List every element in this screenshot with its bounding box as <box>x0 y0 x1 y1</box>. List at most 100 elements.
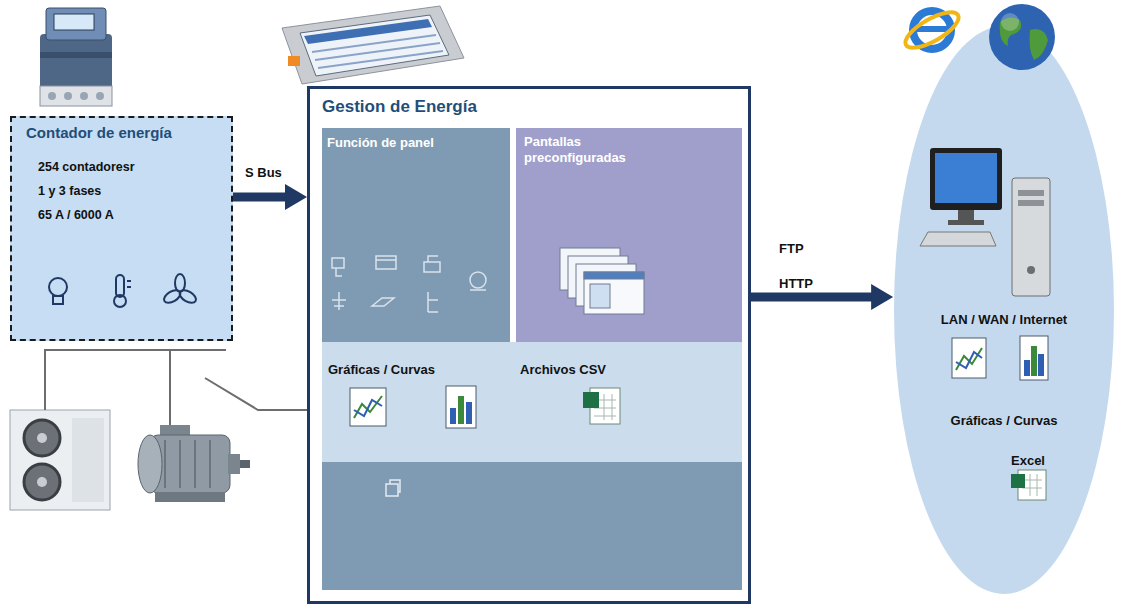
flow-arrow <box>285 184 307 210</box>
line-chart-icon <box>354 400 382 416</box>
panel-function-glyphs <box>428 256 438 262</box>
touch-panel-device <box>282 6 464 84</box>
computer-icon <box>920 148 1050 296</box>
energy-meter-device <box>40 52 112 58</box>
bar-chart-icon <box>1020 336 1048 380</box>
flow-arrow <box>751 284 893 310</box>
panel-function-glyphs <box>424 262 440 272</box>
electric-motor <box>150 435 230 493</box>
computer-icon <box>930 148 1002 210</box>
panel-glyph <box>390 480 400 492</box>
electric-motor <box>138 425 250 502</box>
node-text-holder: 65 A / 6000 A <box>38 205 114 223</box>
node-text: 65 A / 6000 A <box>38 208 114 223</box>
globe-icon <box>1030 29 1049 60</box>
fan-icon <box>162 274 198 305</box>
thermometer-icon <box>127 286 131 288</box>
protocol-label-holder: HTTP <box>779 274 813 292</box>
computer-icon <box>1018 190 1044 196</box>
energy-meter-device <box>48 92 56 100</box>
node-heading: Pantallas preconfiguradas <box>524 134 664 165</box>
bar-chart-icon <box>466 402 472 424</box>
computer-icon <box>948 220 984 225</box>
panel-function-glyphs <box>332 256 486 312</box>
node-text-holder: Excel <box>1011 451 1045 469</box>
edge-label-holder: FTP <box>779 239 804 257</box>
lower-panel <box>322 462 742 590</box>
electric-motor <box>228 454 240 474</box>
meter-box: Contador de energía 254 contadoresr 1 y 3 … <box>10 116 233 341</box>
node-heading-holder: Función de panel <box>327 133 434 151</box>
fan-icon <box>178 288 199 306</box>
power-wire <box>45 350 226 410</box>
bar-chart-icon <box>450 408 456 424</box>
line-chart-icon <box>956 352 982 368</box>
bulb-icon <box>53 296 63 304</box>
computer-icon <box>958 210 974 220</box>
touch-panel-device <box>318 51 443 68</box>
excel-file-icon <box>583 392 599 408</box>
thermometer-icon <box>116 275 124 297</box>
excel-file-icon <box>594 394 616 420</box>
bulb-icon <box>49 278 67 304</box>
preset-screens-icon <box>576 264 636 306</box>
line-chart-icon <box>956 348 982 370</box>
air-conditioner <box>37 433 47 443</box>
air-conditioner <box>24 420 60 456</box>
power-wire <box>45 350 307 425</box>
bar-chart-icon <box>446 386 476 428</box>
ellipse-outline <box>894 26 1114 594</box>
browser-logo <box>901 5 964 54</box>
excel-file-icon <box>1018 470 1046 500</box>
node-text-holder: 1 y 3 fases <box>38 181 101 199</box>
node-heading-holder: Gráficas / Curvas <box>328 360 435 378</box>
edge-label: FTP <box>779 241 804 257</box>
node-heading-holder: Contador de energía <box>26 124 172 142</box>
excel-file-icon <box>590 388 620 424</box>
preset-screens-icon <box>568 256 628 298</box>
energy-meter-device <box>40 34 112 104</box>
panel-function-glyphs <box>332 292 346 310</box>
panel-function-glyphs <box>336 268 342 276</box>
bar-chart-icon <box>1031 346 1037 376</box>
browser-logo <box>901 5 964 54</box>
thermometer-icon <box>127 280 131 282</box>
touch-panel-device <box>304 19 432 44</box>
electric-motor <box>155 492 225 502</box>
electric-motor <box>240 460 250 468</box>
panel-glyph <box>386 480 400 496</box>
panel-function-glyphs <box>332 258 344 268</box>
node-text: 254 contadoresr <box>38 160 135 175</box>
touch-panel-device <box>288 56 300 66</box>
power-wire <box>169 350 171 425</box>
energy-meter-device <box>40 86 112 106</box>
browser-logo <box>914 26 950 32</box>
flow-arrow <box>233 184 307 210</box>
electric-motor <box>179 440 181 488</box>
bar-chart-icon <box>1020 336 1048 380</box>
electric-motor <box>194 440 196 488</box>
preset-screens-icon <box>560 248 620 290</box>
node-heading-holder: Gestion de Energía <box>322 97 477 117</box>
network-ellipse: LAN / WAN / InternetGráficas / CurvasExc… <box>893 25 1115 595</box>
air-conditioner <box>10 410 110 510</box>
browser-logo <box>913 11 951 49</box>
node-text-holder: 254 contadoresr <box>38 157 135 175</box>
touch-panel-device <box>282 6 464 84</box>
panel-function-glyphs <box>470 289 486 291</box>
computer-icon <box>920 232 996 246</box>
bulb-icon <box>49 278 67 296</box>
air-conditioner <box>72 418 104 502</box>
energy-meter-device <box>54 14 94 30</box>
fan-icon <box>162 288 183 306</box>
energy-meter-device <box>40 8 112 106</box>
node-heading: Función de panel <box>327 135 434 151</box>
preset-screens-icon <box>584 272 644 279</box>
preset-screens-icon <box>584 272 644 314</box>
excel-file-icon <box>1011 470 1046 500</box>
globe-icon <box>989 4 1055 70</box>
electric-motor <box>138 435 162 493</box>
panel-function-area: Función de panel <box>322 128 510 342</box>
